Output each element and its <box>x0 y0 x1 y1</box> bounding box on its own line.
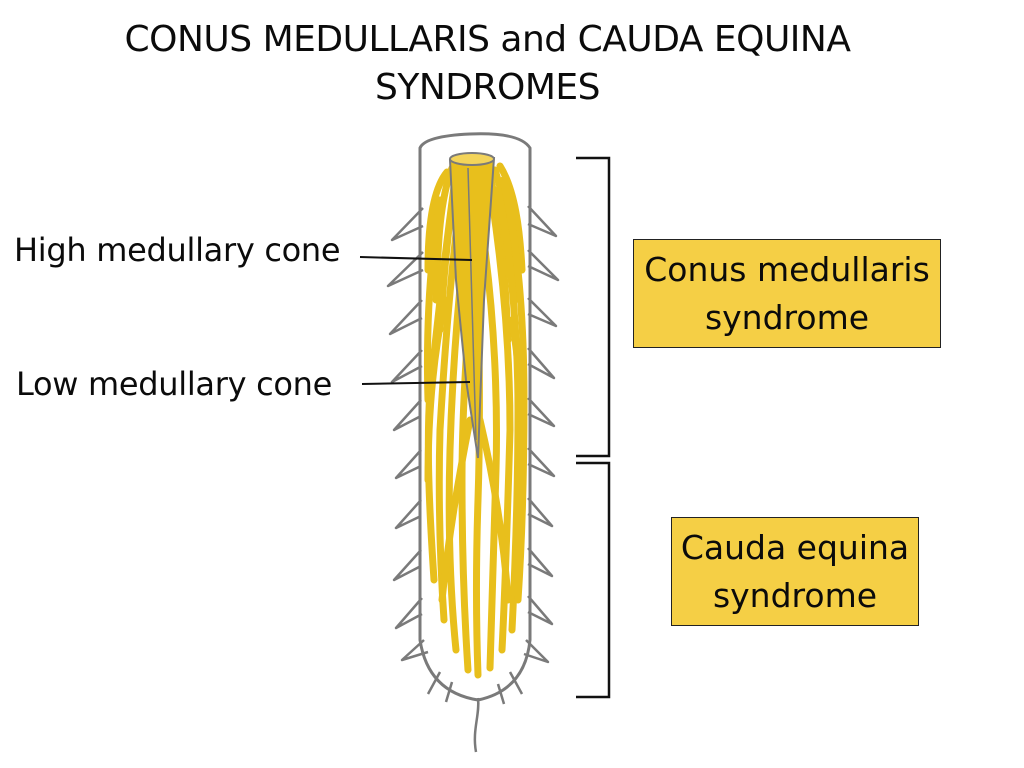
exiting-roots-left <box>386 207 454 703</box>
cauda-box-line-1: Cauda equina <box>680 527 910 567</box>
title-line-1: CONUS MEDULLARIS and CAUDA EQUINA <box>124 19 851 60</box>
cord-cross-section <box>449 152 495 166</box>
label-high-medullary-cone: High medullary cone <box>14 231 341 269</box>
label-low-medullary-cone: Low medullary cone <box>16 365 333 403</box>
cauda-box-line-2: syndrome <box>712 575 878 615</box>
filum-terminale <box>473 697 480 753</box>
bracket-cauda <box>576 461 611 699</box>
nerve-roots <box>424 162 528 679</box>
exiting-roots-right <box>496 205 560 705</box>
slide-title: CONUS MEDULLARIS and CAUDA EQUINA SYNDRO… <box>40 16 935 112</box>
conus-box-line-1: Conus medullaris <box>644 249 930 289</box>
cord-midline <box>467 167 477 441</box>
title-line-2: SYNDROMES <box>375 67 601 108</box>
bracket-conus <box>576 156 611 458</box>
cauda-equina-syndrome-box: Cauda equina syndrome <box>671 517 919 626</box>
leader-high-cone <box>359 256 473 261</box>
conus-medullaris-syndrome-box: Conus medullaris syndrome <box>633 239 941 348</box>
leader-low-cone <box>361 381 471 385</box>
conus-box-line-2: syndrome <box>704 297 870 337</box>
